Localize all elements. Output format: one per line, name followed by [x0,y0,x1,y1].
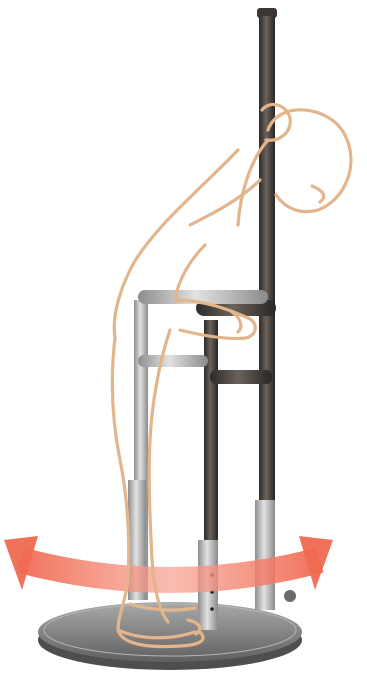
rotation-arrow-icon [4,536,333,590]
caster-wheel [284,590,296,602]
